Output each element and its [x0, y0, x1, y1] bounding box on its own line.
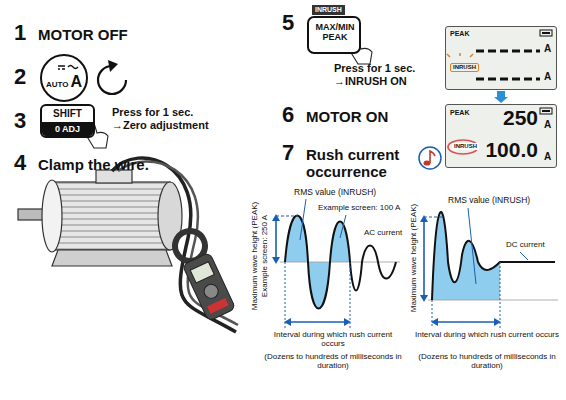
lcd-screen: PEAK250AINRUSH100.0A [445, 104, 557, 168]
lcd-screen: PEAK INRUSH A A [445, 26, 557, 90]
annotation: Interval during which rush current occur… [412, 330, 562, 339]
step-instruction: Rush current occurrence [306, 146, 418, 181]
display-value: 250 [503, 106, 538, 130]
step-number: 6 [282, 102, 294, 127]
step-note: Press for 1 sec. →Zero adjustment [112, 106, 230, 131]
max-min-peak-button: INRUSH MAX/MIN PEAK [306, 5, 364, 55]
annotation: Interval during which rush current occur… [262, 330, 404, 348]
beep-icon [419, 147, 441, 169]
step-instruction: Clamp the wire. [38, 156, 149, 173]
step-number: 7 [282, 140, 294, 165]
button-label: A [70, 74, 82, 90]
button-label: SHIFT [42, 108, 93, 120]
cable [118, 161, 238, 325]
dc-graph [420, 208, 558, 328]
step-number: 4 [14, 150, 26, 175]
step-instruction: MOTOR ON [306, 108, 388, 125]
arrow-shaft [497, 91, 505, 97]
display-value: 100.0 [485, 138, 538, 162]
annotation: DC current [506, 240, 545, 249]
display-label: INRUSH [452, 143, 479, 150]
range-button: AUTOA [40, 54, 88, 102]
button-sublabel: 0 ADJ [42, 124, 93, 134]
unit: A [544, 119, 551, 131]
flow-arrow [494, 91, 508, 103]
step-instruction: MOTOR OFF [38, 26, 128, 43]
axis-label: Maximum wave height (PEAK) [250, 202, 259, 310]
step-number: 1 [14, 20, 26, 45]
cable [112, 158, 236, 332]
label-row: AUTOA [42, 74, 86, 90]
annotation: (Dozens to hundreds of milliseconds in d… [412, 352, 562, 370]
display-label: PEAK [450, 30, 469, 38]
ac-graph [272, 199, 400, 328]
button-label: AUTO [46, 81, 69, 89]
axis-label: Example screen: 250 A [260, 215, 269, 297]
step-number: 5 [282, 10, 294, 35]
button-label: MAX/MIN PEAK [316, 22, 355, 43]
step-number: 3 [14, 108, 26, 133]
clamp-meter [170, 226, 236, 321]
annotation: (Dozens to hundreds of milliseconds in d… [262, 352, 404, 370]
annotation: RMS value (INRUSH) [294, 188, 376, 198]
node-graphic [42, 56, 90, 104]
unit: A [544, 43, 551, 55]
annotation: RMS value (INRUSH) [448, 196, 530, 206]
motor [18, 170, 182, 266]
rotary-switch-icon [98, 60, 126, 94]
shift-button: SHIFT 0 ADJ [40, 104, 95, 138]
step-number: 2 [14, 64, 26, 89]
arrow-head [494, 97, 508, 103]
display-label: INRUSH [450, 63, 479, 72]
mode-tag: INRUSH [312, 5, 345, 15]
unit: A [544, 71, 551, 83]
display-label: PEAK [450, 109, 469, 117]
step-note: Press for 1 sec. →INRUSH ON [334, 62, 438, 87]
annotation: AC current [364, 228, 402, 237]
axis-label: Maximum wave height (PEAK) [409, 204, 418, 312]
unit: A [544, 151, 551, 163]
annotation: Example screen: 100 A [318, 203, 400, 212]
